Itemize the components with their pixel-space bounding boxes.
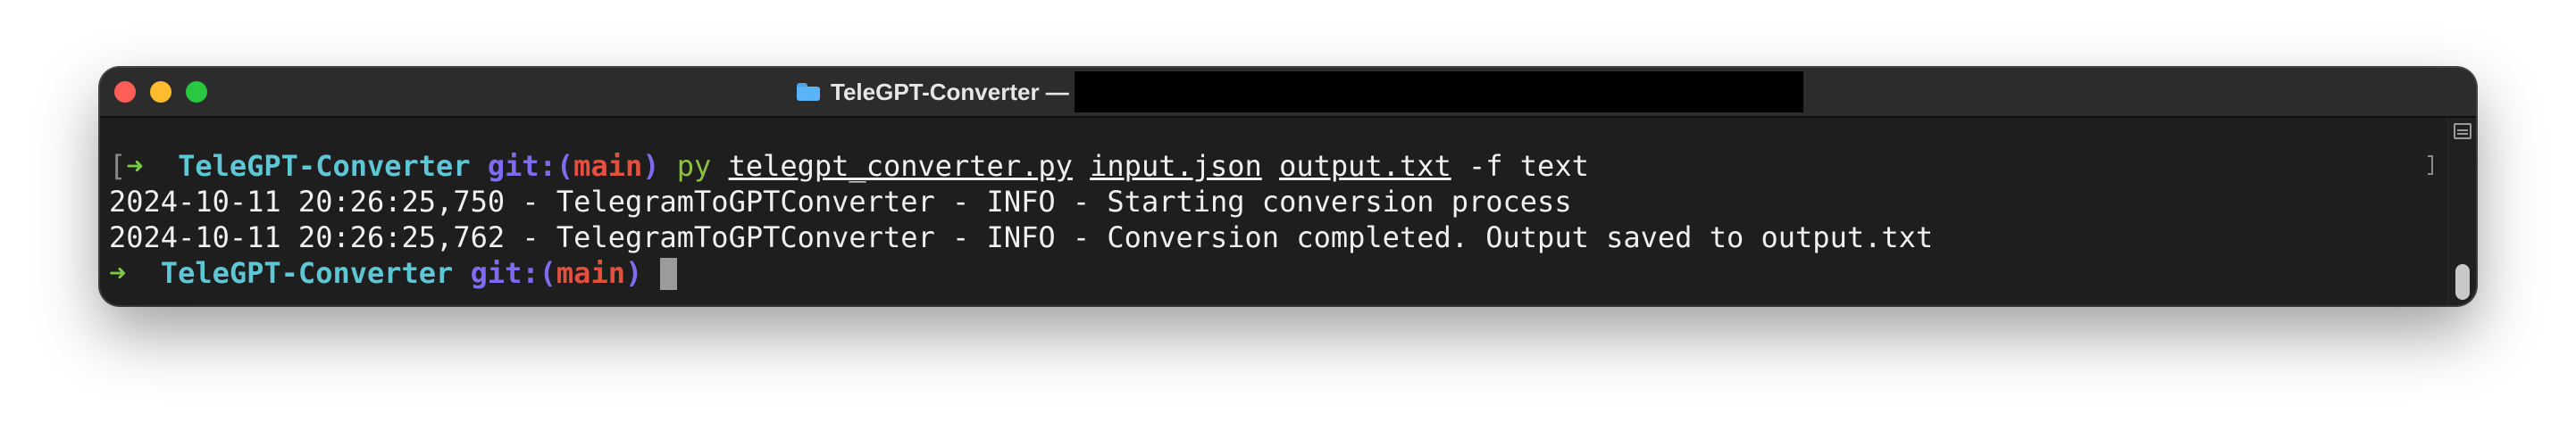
prompt-directory: TeleGPT-Converter (178, 149, 471, 183)
prompt-arrow-2: ➜ (109, 256, 127, 290)
terminal-window: TeleGPT-Converter — [➜ TeleGPT-Converter… (100, 68, 2476, 305)
prompt-git-label-2: git:( (470, 256, 556, 290)
title-bar[interactable]: TeleGPT-Converter — (100, 68, 2476, 118)
prompt-git-branch-2: main (556, 256, 625, 290)
prompt-git-close-2: ) (624, 256, 643, 290)
prompt-git-close: ) (642, 149, 660, 183)
command-flag: -f text (1468, 149, 1589, 183)
scrollbar-thumb[interactable] (2455, 264, 2470, 300)
folder-icon (797, 83, 820, 101)
text-cursor (659, 258, 677, 290)
window-title: TeleGPT-Converter — (831, 78, 1069, 105)
command-arg-script: telegpt_converter.py (728, 149, 1073, 183)
command-line: [➜ TeleGPT-Converter git:(main) py teleg… (109, 148, 1589, 184)
mark-bracket-right (2428, 155, 2433, 175)
prompt-line: ➜ TeleGPT-Converter git:(main) (109, 255, 677, 291)
prompt-git-branch: main (573, 149, 643, 183)
prompt-directory-2: TeleGPT-Converter (160, 256, 454, 290)
command-name: py (676, 149, 712, 183)
split-pane-icon[interactable] (2454, 123, 2471, 139)
terminal-output[interactable]: [➜ TeleGPT-Converter git:(main) py teleg… (100, 118, 2449, 305)
prompt-arrow: ➜ (126, 149, 144, 183)
log-line-complete: 2024-10-11 20:26:25,762 - TelegramToGPTC… (109, 220, 1934, 254)
log-line-start: 2024-10-11 20:26:25,750 - TelegramToGPTC… (109, 185, 1572, 219)
prompt-git-label: git:( (487, 149, 574, 183)
close-button[interactable] (114, 81, 136, 103)
mark-bracket: [ (109, 149, 127, 183)
maximize-button[interactable] (186, 81, 207, 103)
window-title-area: TeleGPT-Converter — (797, 68, 1803, 116)
redacted-title-block (1074, 71, 1803, 112)
command-arg-input: input.json (1090, 149, 1262, 183)
command-arg-output: output.txt (1279, 149, 1451, 183)
scrollbar-track[interactable] (2447, 118, 2476, 305)
minimize-button[interactable] (150, 81, 171, 103)
